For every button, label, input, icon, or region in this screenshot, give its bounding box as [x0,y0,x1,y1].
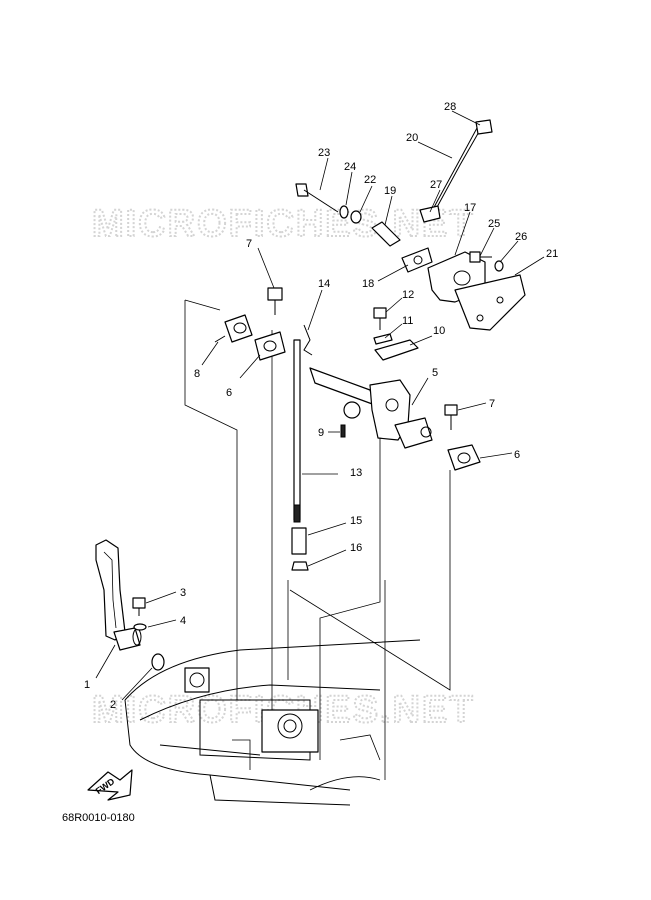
callout-25: 25 [488,218,500,230]
callout-12: 12 [402,289,414,301]
o-ring-2 [151,653,165,671]
shift-lever-handle [95,539,142,651]
pin-9 [340,424,346,438]
callout-24: 24 [344,161,356,173]
bolt-3 [132,597,146,616]
lever-6-left [254,331,286,361]
washer-11 [373,333,393,345]
callout-labels: 1 2 3 4 5 6 6 7 7 8 9 10 11 12 13 14 15 … [84,101,558,711]
shift-rod-13 [293,339,301,523]
washer-22 [350,210,362,224]
callout-4: 4 [180,615,186,627]
link-18 [401,247,433,273]
bracket-assembly-17 [427,251,526,331]
callout-6-right: 6 [514,449,520,461]
collar-15 [291,527,307,555]
washer-4 [133,623,147,631]
callout-14: 14 [318,278,330,290]
fwd-arrow-icon: FWD [87,769,133,801]
bolt-7-right [444,404,458,430]
screw-25 [469,251,492,263]
lever-6-right [447,444,481,471]
bolt-23 [295,183,339,213]
callout-11: 11 [402,315,413,327]
callout-23: 23 [318,147,330,159]
washer-26 [494,260,504,272]
watermark-top: MICROFICHES.NET [92,203,475,245]
callout-3: 3 [180,587,186,599]
reference-code: 68R0010-0180 [62,812,135,824]
washer-24 [339,205,349,219]
plate-10 [374,339,419,361]
callout-7-left: 7 [246,238,252,250]
nut-16 [291,561,309,571]
callout-5: 5 [432,367,438,379]
callout-17: 17 [464,202,476,214]
leader-lines [95,110,545,701]
callout-16: 16 [350,542,362,554]
callout-1: 1 [84,679,90,691]
callout-26: 26 [515,231,527,243]
callout-22: 22 [364,174,376,186]
callout-9: 9 [318,427,324,439]
callout-15: 15 [350,515,362,527]
link-8 [214,314,253,343]
callout-19: 19 [384,185,396,197]
callout-6-left: 6 [226,387,232,399]
bottom-cowling [124,639,421,806]
shift-shaft-assembly-5 [309,367,433,449]
callout-20: 20 [406,132,418,144]
routing-lines [184,299,451,780]
callout-10: 10 [433,325,445,337]
callout-18: 18 [362,278,374,290]
callout-13: 13 [350,467,362,479]
bolt-12 [373,307,387,330]
rod-20 [425,119,493,223]
callout-7-right: 7 [489,398,495,410]
callout-28: 28 [444,101,456,113]
callout-8: 8 [194,368,200,380]
clip-14 [303,324,313,356]
callout-27: 27 [430,179,442,191]
callout-21: 21 [546,248,558,260]
collar-19 [371,221,401,247]
bolt-7-left [267,287,283,315]
callout-2: 2 [110,699,116,711]
